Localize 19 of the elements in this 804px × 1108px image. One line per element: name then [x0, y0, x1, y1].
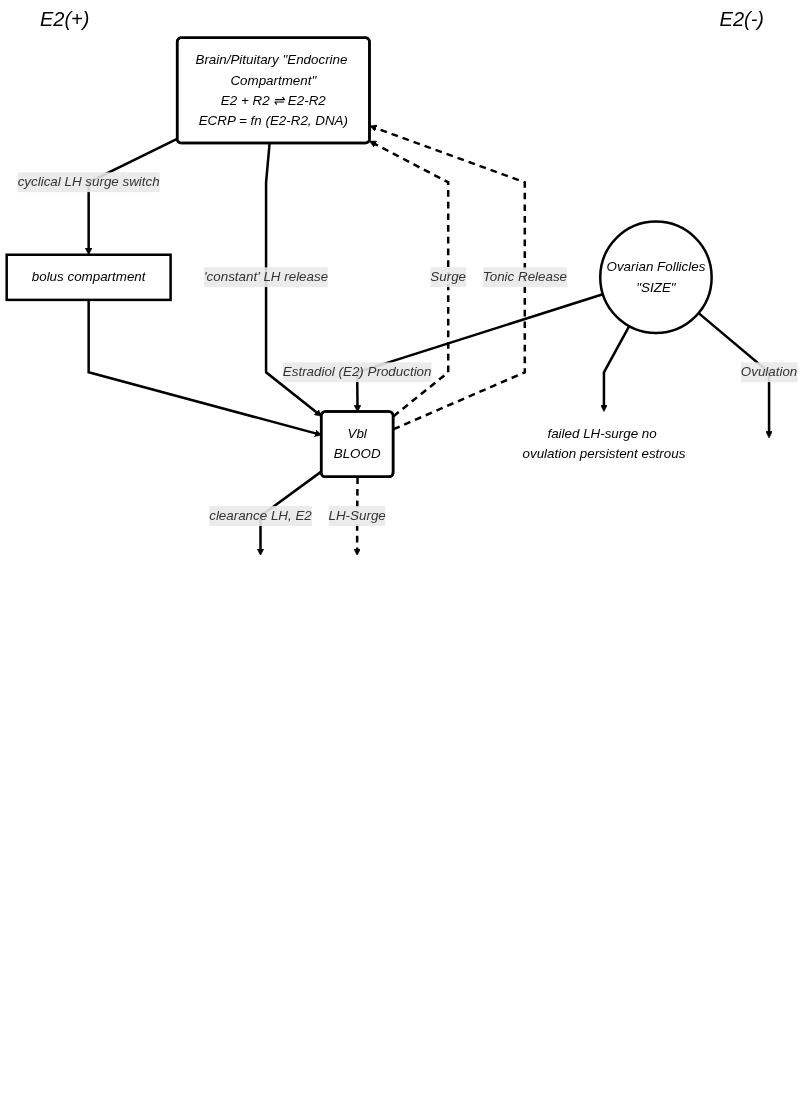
edge-label: clearance LH, E2 — [209, 508, 312, 523]
node-box: bolus compartment — [5, 253, 172, 302]
arrow — [353, 477, 361, 556]
arrow — [87, 299, 322, 437]
edge-label: Estradiol (E2) Production — [282, 364, 432, 379]
edge-label: Surge — [430, 269, 467, 284]
annotation-text: E2(-) — [719, 8, 764, 31]
node-text: failed LH-surge no ovulation persistent estrous — [522, 426, 686, 461]
arrow — [600, 325, 631, 412]
arrow — [264, 143, 322, 417]
arrow — [369, 140, 450, 418]
arrow — [369, 124, 527, 431]
node-circle: Ovarian Follicles "SIZE" — [599, 220, 713, 335]
edge-label: Ovulation — [740, 364, 798, 379]
edge-label: LH-Surge — [328, 508, 386, 523]
edge-label: 'constant' LH release — [204, 269, 329, 284]
edge-label: Tonic Release — [482, 269, 568, 284]
annotation-text: E2(+) — [40, 8, 90, 31]
edge-label: cyclical LH surge switch — [17, 174, 160, 189]
